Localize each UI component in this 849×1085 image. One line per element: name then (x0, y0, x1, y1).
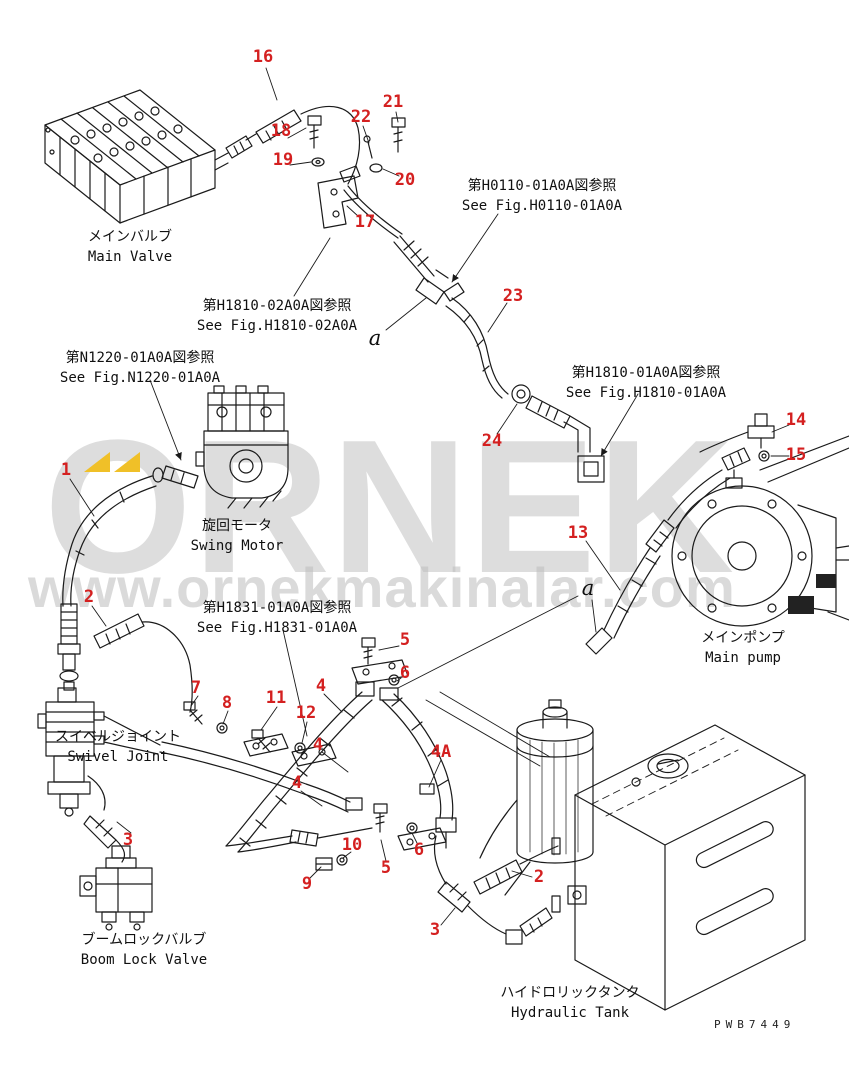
label-hydraulic-tank: ハイドロリックタンク Hydraulic Tank (500, 983, 639, 1024)
part-number-14: 14 (785, 410, 807, 430)
watermark-triangles-icon (84, 452, 140, 472)
label-swing-motor: 旋回モータ Swing Motor (191, 516, 284, 557)
part-number-7: 7 (190, 678, 202, 698)
part-number-23: 23 (502, 286, 524, 306)
fitting-14-15 (699, 413, 775, 462)
part-number-5-2: 5 (380, 858, 392, 878)
part-number-12: 12 (295, 703, 317, 723)
component-label-jp: ブームロックバルブ (81, 932, 207, 948)
component-label-en: Swing Motor (190, 538, 284, 555)
part-number-11: 11 (265, 688, 287, 708)
part-number-2-2: 2 (533, 867, 545, 887)
part-number-5: 5 (399, 630, 411, 650)
part-number-16: 16 (252, 47, 274, 67)
part-number-17: 17 (354, 212, 376, 232)
part-number-6: 6 (399, 663, 411, 683)
part-number-4: 4 (315, 676, 327, 696)
construction-lines (149, 213, 639, 767)
hose-2-upper (93, 613, 193, 713)
watermark-url: www.ornekmakinalar.com (28, 556, 736, 619)
part-number-18: 18 (270, 121, 292, 141)
part-number-4-2: 4 (312, 735, 324, 755)
part-number-21: 21 (382, 92, 404, 112)
figure-ref-jp: 第H1831-01A0A図参照 (202, 600, 352, 616)
component-label-jp: ハイドロリックタンク (500, 985, 640, 1001)
component-label-jp: スイベルジョイント (55, 729, 181, 745)
main-valve-illustration (44, 89, 229, 224)
part-number-3: 3 (122, 830, 134, 850)
boom-lock-valve-assembly (79, 775, 153, 931)
part-number-9: 9 (301, 874, 313, 894)
drawing-code: PWB7449 (714, 1018, 796, 1031)
component-label-en: Hydraulic Tank (510, 1005, 630, 1022)
pipe-to-tee (343, 185, 465, 305)
part-number-20: 20 (394, 170, 416, 190)
part-number-24: 24 (481, 431, 503, 451)
main-pump-illustration (671, 435, 849, 627)
part-number-19: 19 (272, 150, 294, 170)
part-number-22: 22 (350, 107, 372, 127)
figure-ref-en: See Fig.H1810-02A0A (196, 318, 358, 335)
figure-ref-en: See Fig.H1810-01A0A (565, 385, 727, 402)
fitting-24-assembly (511, 384, 605, 483)
figure-ref-jp: 第H1810-01A0A図参照 (571, 365, 721, 381)
figure-ref-h1810-01: 第H1810-01A0A図参照 See Fig.H1810-01A0A (566, 363, 726, 404)
figure-ref-jp: 第N1220-01A0A図参照 (65, 350, 215, 366)
label-boom-lock-valve: ブームロックバルブ Boom Lock Valve (81, 930, 207, 971)
section-marker-a-1: a (368, 326, 382, 350)
part-number-4-3: 4 (291, 773, 303, 793)
swing-motor-illustration (195, 385, 289, 509)
part-number-6-2: 6 (413, 840, 425, 860)
component-label-en: Swivel Joint (67, 749, 169, 766)
figure-ref-en: See Fig.H0110-01A0A (461, 198, 623, 215)
figure-ref-en: See Fig.H1831-01A0A (196, 620, 358, 637)
figure-ref-h0110: 第H0110-01A0A図参照 See Fig.H0110-01A0A (462, 176, 622, 217)
section-marker-a-2: a (581, 576, 595, 600)
leader-lines (69, 67, 790, 926)
bracket-17-fasteners (307, 115, 406, 229)
label-main-pump: メインポンプ Main pump (701, 628, 785, 669)
part-number-15: 15 (785, 445, 807, 465)
figure-ref-h1831: 第H1831-01A0A図参照 See Fig.H1831-01A0A (197, 598, 357, 639)
part-number-10: 10 (341, 835, 363, 855)
component-label-en: Boom Lock Valve (80, 952, 208, 969)
hose-1-assembly (57, 465, 199, 691)
figure-ref-jp: 第H0110-01A0A図参照 (467, 178, 617, 194)
part-number-13: 13 (567, 523, 589, 543)
label-main-valve: メインバルブ Main Valve (88, 227, 172, 268)
component-label-en: Main pump (705, 650, 781, 667)
swivel-joint-illustration (37, 687, 161, 817)
component-label-jp: メインポンプ (701, 630, 785, 646)
tank-hose-assembly (373, 783, 561, 945)
figure-ref-en: See Fig.N1220-01A0A (59, 370, 221, 387)
part-number-8: 8 (221, 693, 233, 713)
component-label-jp: 旋回モータ (202, 518, 272, 534)
figure-ref-jp: 第H1810-02A0A図参照 (202, 298, 352, 314)
component-label-en: Main Valve (87, 249, 173, 266)
figure-ref-n1220: 第N1220-01A0A図参照 See Fig.N1220-01A0A (60, 348, 220, 389)
hose-23 (445, 297, 509, 399)
part-number-1: 1 (60, 460, 72, 480)
part-number-2: 2 (83, 587, 95, 607)
part-number-3-2: 3 (429, 920, 441, 940)
component-label-jp: メインバルブ (87, 229, 172, 245)
hose-4-bundle (159, 637, 457, 871)
label-swivel-joint: スイベルジョイント Swivel Joint (55, 727, 181, 768)
filter-illustration (504, 699, 594, 896)
figure-ref-h1810-02: 第H1810-02A0A図参照 See Fig.H1810-02A0A (197, 296, 357, 337)
hydraulic-tank-illustration (567, 724, 806, 1011)
part-number-4a: 4A (430, 742, 452, 762)
watermark-brand: ORNEK (44, 401, 736, 613)
